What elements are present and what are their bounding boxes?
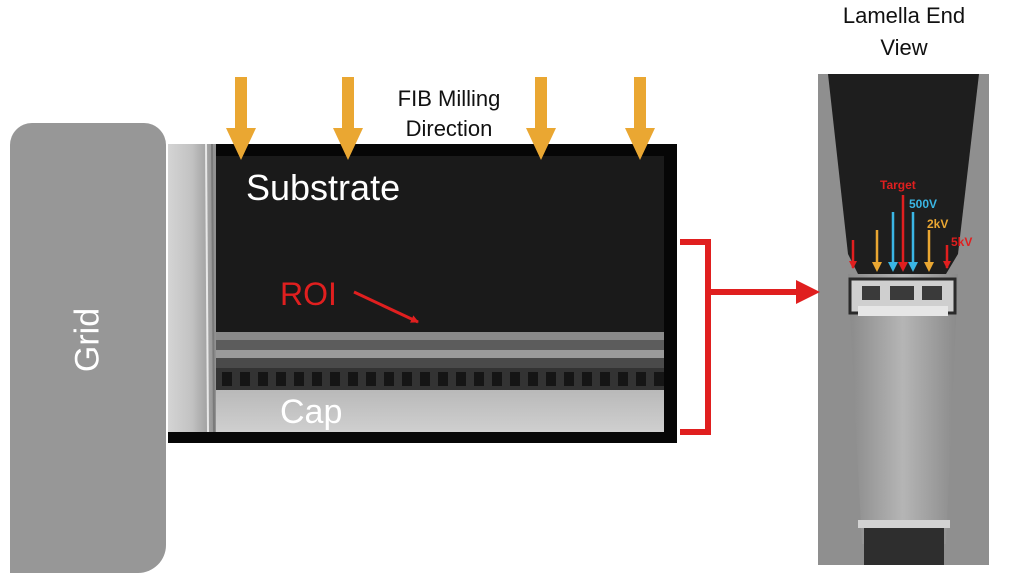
5kv-label: 5kV [951, 235, 973, 249]
roi-arrow-icon [353, 290, 419, 324]
pointer-arrow-icon [796, 280, 820, 304]
fib-arrow-icon [226, 77, 256, 160]
bracket-icon [680, 239, 711, 435]
lamella-sem-image [168, 144, 677, 443]
2kv-label: 2kV [927, 217, 949, 231]
grid-block [10, 123, 166, 573]
fib-arrow-icon [526, 77, 556, 160]
lamella-end-view-image [818, 74, 989, 565]
cap-region [216, 390, 664, 432]
fib-arrow-icon [625, 77, 655, 160]
lamella-end-view-label: Lamella End View [842, 3, 966, 60]
fib-arrow-icon [333, 77, 363, 160]
substrate-region [216, 156, 664, 332]
cap-label: Cap [280, 393, 343, 431]
target-label: Target [880, 178, 916, 192]
substrate-label: Substrate [246, 167, 401, 208]
500v-label: 500V [909, 197, 938, 211]
fib-milling-direction-label: FIB Milling Direction [397, 86, 501, 141]
roi-label: ROI [280, 276, 337, 312]
